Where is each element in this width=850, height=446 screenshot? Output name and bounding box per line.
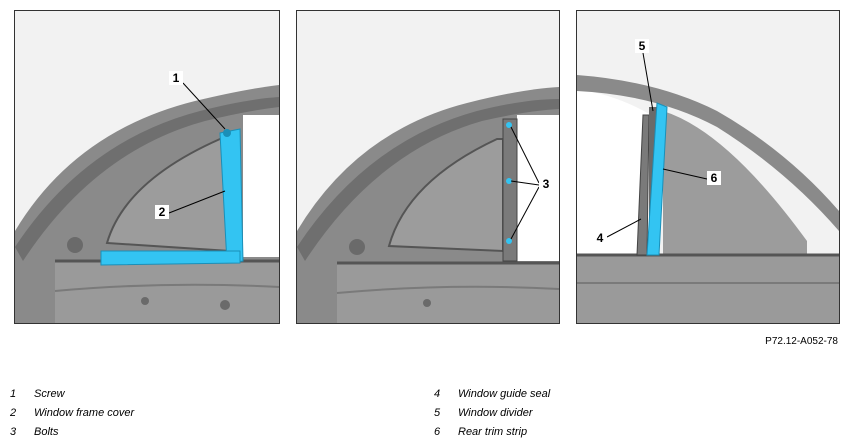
legend-label: Window guide seal [458,388,551,400]
callout-5: 5 [639,39,646,53]
rear-trim-strip-illustration: 5 6 4 [577,11,839,323]
door-frame-cover-illustration: 1 2 [15,11,279,323]
leader-3b [510,180,540,186]
leader-6 [662,168,708,180]
legend-number: 6 [434,426,441,438]
legend-number: 5 [434,407,441,419]
legend-number: 3 [10,426,17,438]
window-frame-cover-horizontal [100,250,241,266]
callout-3: 3 [543,177,550,191]
callout-6: 6 [711,171,718,185]
leader-1 [182,82,226,130]
bolt-bottom [506,238,512,244]
window-frame-cover-vertical [219,128,244,264]
legend-number: 4 [434,388,441,400]
figure-reference: P72.12-A052-78 [765,336,838,347]
rear-trim-strip [646,102,668,256]
leader-5 [642,52,654,112]
illustration-panel-2: 3 [296,10,560,324]
illustration-panel-3: 5 6 4 [576,10,840,324]
leader-3c [510,186,540,240]
legend-item: 5 Window divider [434,407,634,426]
legend-number: 1 [10,388,17,400]
leader-3a [510,126,540,184]
leader-2 [168,190,226,214]
legend-item: 3 Bolts [10,426,210,445]
legend-number: 2 [10,407,17,419]
legend-label: Screw [34,388,65,400]
bolt-middle [506,178,512,184]
callout-4: 4 [597,231,604,245]
legend-item: 2 Window frame cover [10,407,210,426]
legend-left: 1 Screw 2 Window frame cover 3 Bolts [10,388,210,445]
callout-2: 2 [159,205,166,219]
legend-item: 1 Screw [10,388,210,407]
bolt-top [506,122,512,128]
legend-item: 6 Rear trim strip [434,426,634,445]
illustration-panel-1: 1 2 [14,10,280,324]
legend-label: Bolts [34,426,59,438]
door-bolts-illustration: 3 [297,11,559,323]
legend-right: 4 Window guide seal 5 Window divider 6 R… [434,388,634,445]
legend-label: Rear trim strip [458,426,528,438]
callout-1: 1 [173,71,180,85]
legend-item: 4 Window guide seal [434,388,634,407]
legend-label: Window divider [458,407,533,419]
legend-label: Window frame cover [34,407,135,419]
screw-marker [223,129,231,137]
leader-4 [606,218,642,238]
